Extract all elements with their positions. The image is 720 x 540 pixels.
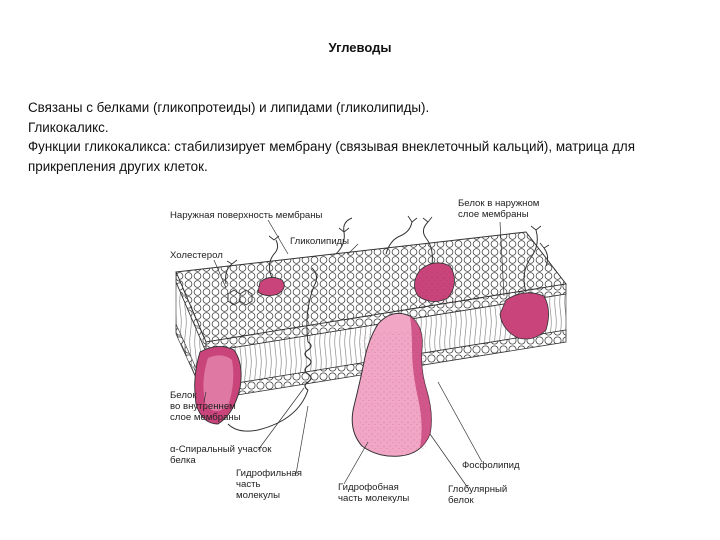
label-outer-surface: Наружная поверхность мембраны — [170, 210, 323, 221]
cholesterol-molecule — [227, 289, 253, 306]
label-phospholipid: Фосфолипид — [462, 460, 520, 471]
glycoprotein-chain-2 — [523, 229, 538, 293]
label-cholesterol: Холестерол — [170, 250, 223, 261]
membrane-diagram: Наружная поверхность мембраны Белок в на… — [148, 192, 588, 527]
label-hydrophilic: Гидрофильная часть молекулы — [236, 468, 302, 501]
glycolipid-chain-2 — [385, 221, 413, 255]
label-inner-protein: Белок во внутреннем слое мембраны — [170, 390, 241, 423]
outer-protein-right — [499, 292, 549, 340]
slide-body-text: Связаны с белками (гликопротеиды) и липи… — [28, 98, 698, 176]
outer-protein-left — [257, 277, 285, 296]
label-outer-protein: Белок в наружном слое мембраны — [458, 198, 540, 220]
label-hydrophobic: Гидрофобная часть молекулы — [338, 482, 410, 504]
label-globular-protein: Глобулярный белок — [448, 484, 508, 506]
glycolipid-chain-4 — [225, 263, 233, 285]
glycolipid-chain-3 — [268, 239, 279, 279]
sugar-branches — [226, 215, 550, 265]
glycolipid-chain-5 — [543, 247, 549, 267]
paragraph-glycocalyx-functions: Функции гликокаликса: стабилизирует мемб… — [28, 139, 635, 174]
glycoprotein-chain-1 — [422, 221, 433, 265]
paragraph-glycocalyx: Гликокаликс. — [28, 119, 109, 135]
leader-lines — [203, 219, 505, 489]
label-alpha-helix: α-Спиральный участок белка — [170, 444, 272, 466]
slide-title: Углеводы — [328, 40, 392, 55]
paragraph-carbohydrate-links: Связаны с белками (гликопротеиды) и липи… — [28, 100, 430, 115]
membrane-illustration — [175, 215, 567, 489]
label-glycolipids: Гликолипиды — [290, 236, 350, 247]
alpha-helix — [304, 341, 312, 391]
